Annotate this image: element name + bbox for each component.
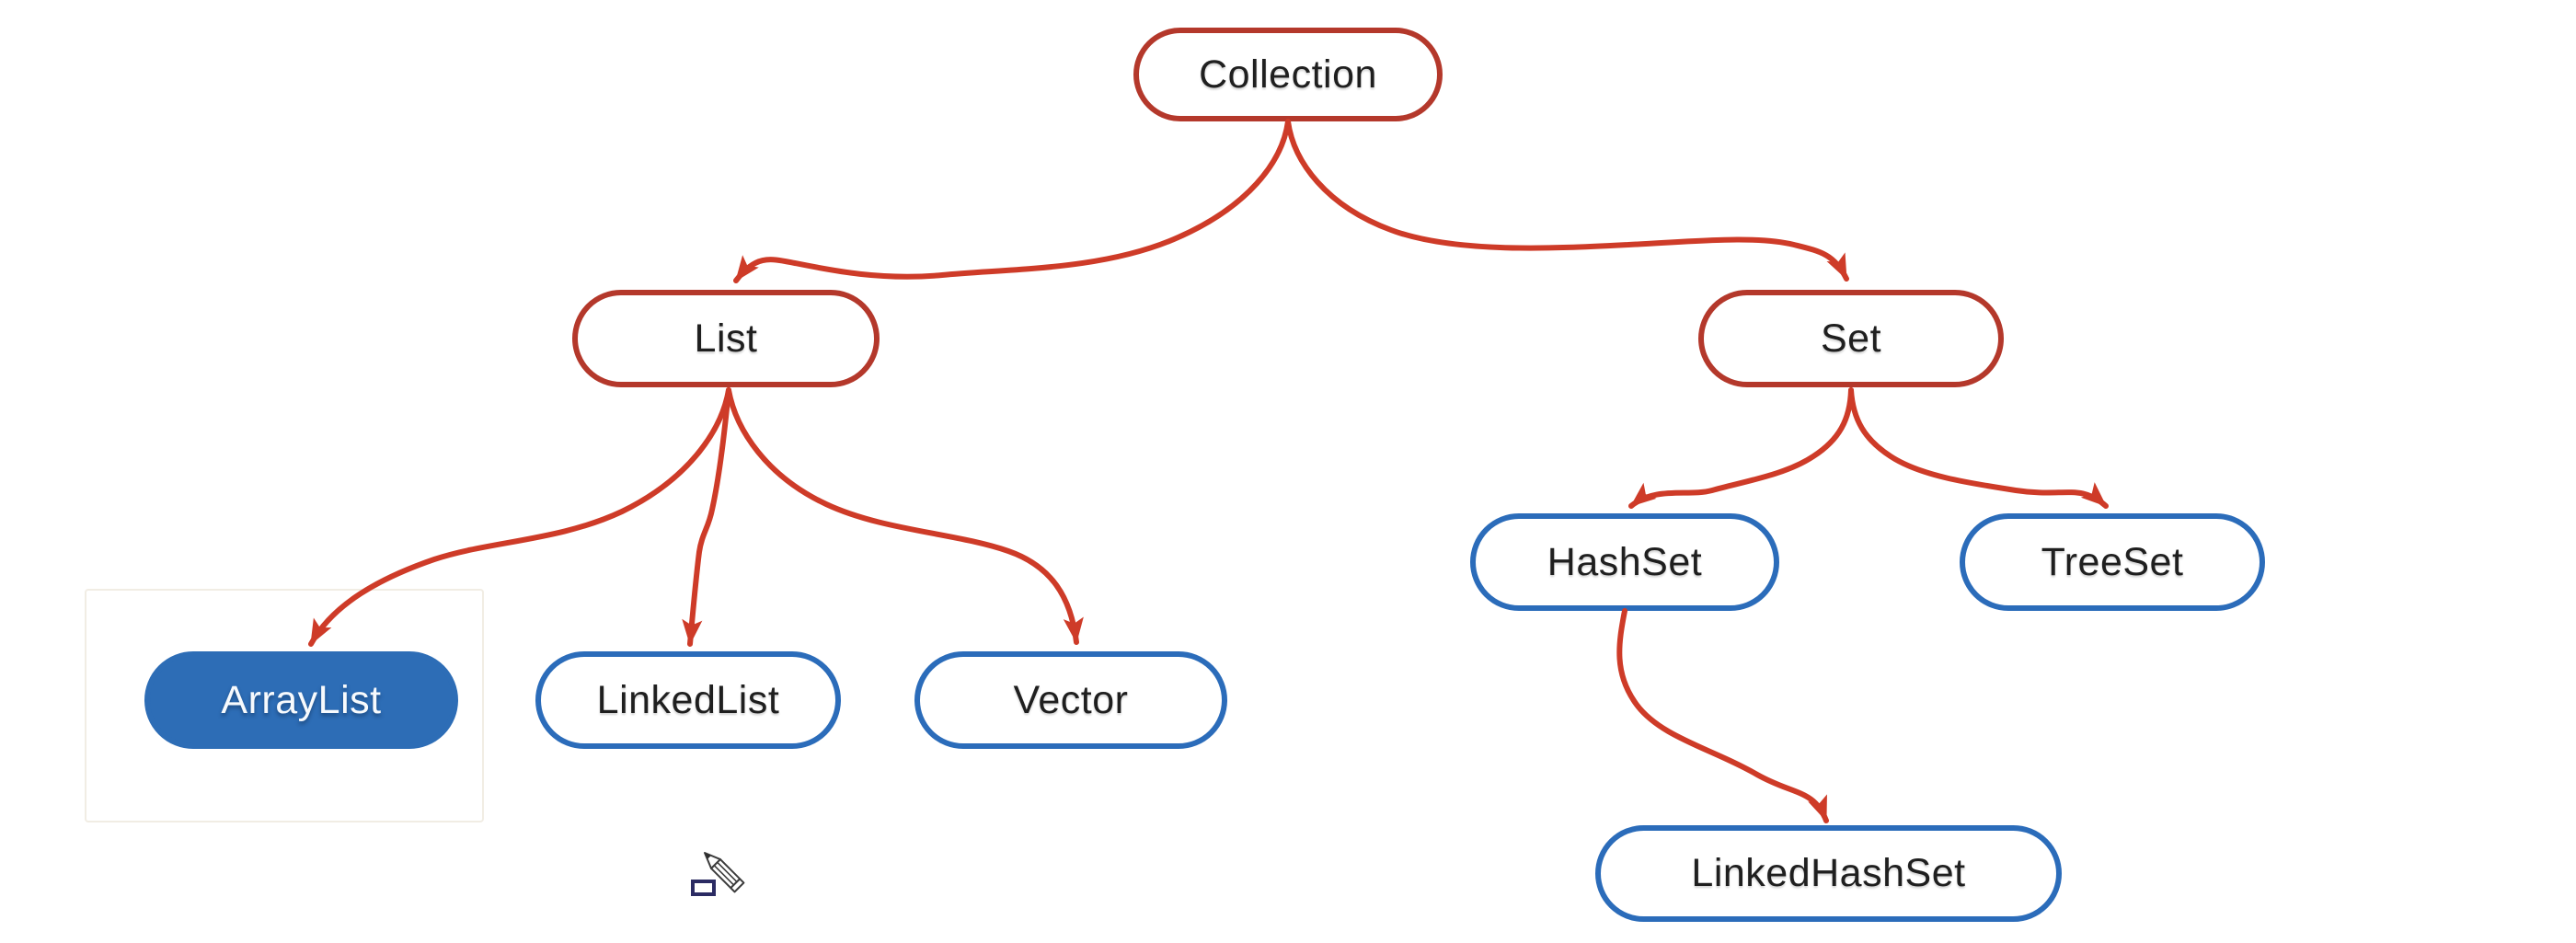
node-collection-label: Collection xyxy=(1199,52,1377,97)
node-list-label: List xyxy=(694,316,758,361)
node-treeset[interactable]: TreeSet xyxy=(1960,513,2265,611)
edge-set-to-treeset xyxy=(1848,387,2109,509)
node-vector[interactable]: Vector xyxy=(914,651,1227,749)
node-linkedhashset-label: LinkedHashSet xyxy=(1691,851,1966,895)
node-hashset[interactable]: HashSet xyxy=(1470,513,1779,611)
node-arraylist[interactable]: ArrayList xyxy=(144,651,458,749)
edge-list-to-arraylist xyxy=(308,387,731,647)
edge-collection-to-set xyxy=(1285,119,1849,282)
edge-set-to-hashset xyxy=(1628,387,1854,509)
edge-list-to-vector xyxy=(726,387,1084,645)
pencil-cursor-icon xyxy=(691,852,745,896)
node-set-label: Set xyxy=(1820,316,1882,361)
node-hashset-label: HashSet xyxy=(1547,539,1703,584)
node-vector-label: Vector xyxy=(1013,677,1129,722)
node-linkedlist-label: LinkedList xyxy=(596,677,780,722)
edge-list-to-linkedlist xyxy=(682,387,731,647)
node-linkedhashset[interactable]: LinkedHashSet xyxy=(1595,825,2062,922)
node-set[interactable]: Set xyxy=(1698,290,2004,387)
edge-hashset-to-linkedhashset xyxy=(1616,608,1829,823)
node-list[interactable]: List xyxy=(572,290,880,387)
node-treeset-label: TreeSet xyxy=(2041,539,2184,584)
node-collection[interactable]: Collection xyxy=(1133,28,1443,121)
node-linkedlist[interactable]: LinkedList xyxy=(535,651,841,749)
node-arraylist-label: ArrayList xyxy=(221,677,382,722)
edge-collection-to-list xyxy=(733,119,1291,283)
